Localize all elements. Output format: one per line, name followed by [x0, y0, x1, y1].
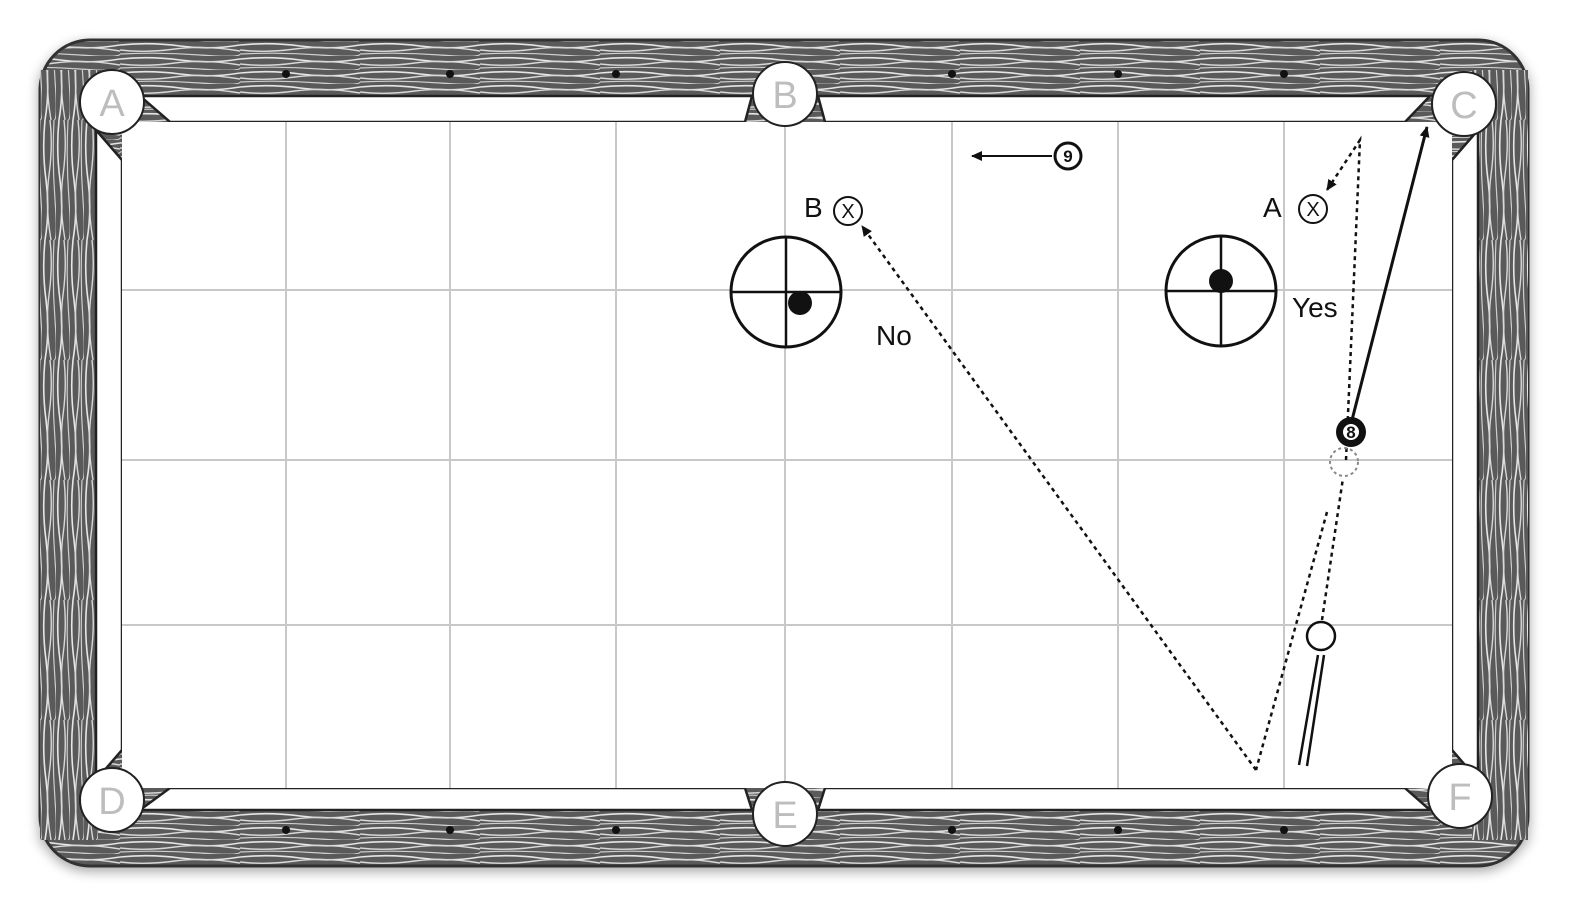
svg-text:A: A — [99, 83, 125, 125]
svg-text:X: X — [1306, 199, 1319, 221]
object-ball-path — [1350, 126, 1430, 421]
verdict-yes: Yes — [1292, 292, 1338, 323]
nine-ball-group: 9 — [971, 141, 1083, 171]
cue-stick — [1297, 654, 1326, 767]
svg-text:E: E — [772, 795, 797, 837]
path-to-target-a — [1325, 135, 1362, 461]
pocket-c: C — [1431, 71, 1497, 137]
svg-text:9: 9 — [1063, 147, 1072, 166]
target-b: B X — [804, 192, 863, 226]
svg-text:X: X — [841, 201, 854, 223]
hit-indicator-no — [729, 235, 843, 349]
svg-text:8: 8 — [1346, 423, 1355, 442]
cushion-bottom-right — [816, 786, 1434, 812]
svg-text:B: B — [772, 75, 797, 117]
cushion-top-left — [136, 94, 754, 124]
cloth — [122, 122, 1452, 788]
ghost-ball — [1329, 447, 1359, 477]
svg-text:A: A — [1263, 192, 1282, 223]
cushion-right — [1450, 126, 1480, 784]
shot-paths — [860, 126, 1430, 771]
cushion-top-right — [816, 94, 1433, 124]
pocket-d: D — [79, 767, 145, 833]
verdict-no: No — [876, 320, 912, 351]
pocket-a: A — [79, 69, 145, 135]
pocket-b: B — [752, 61, 818, 127]
hit-point-yes — [1209, 269, 1233, 293]
table-grid — [122, 122, 1452, 788]
svg-text:F: F — [1448, 777, 1471, 819]
pocket-e: E — [752, 781, 818, 847]
svg-text:C: C — [1450, 85, 1477, 127]
svg-text:B: B — [804, 192, 823, 223]
hit-point-no — [788, 291, 812, 315]
hit-indicator-yes — [1164, 234, 1278, 348]
cushion-left — [94, 126, 124, 784]
svg-text:D: D — [98, 781, 125, 823]
object-ball: 8 — [1336, 417, 1366, 447]
cue-ball — [1305, 620, 1337, 652]
cushion-bottom-left — [136, 786, 754, 812]
target-b-marker — [833, 196, 863, 226]
target-a-marker — [1298, 194, 1328, 224]
rail-diamonds — [282, 70, 1288, 834]
target-a: A X — [1263, 192, 1328, 224]
pocket-f: F — [1427, 763, 1493, 829]
nine-ball — [1053, 141, 1083, 171]
